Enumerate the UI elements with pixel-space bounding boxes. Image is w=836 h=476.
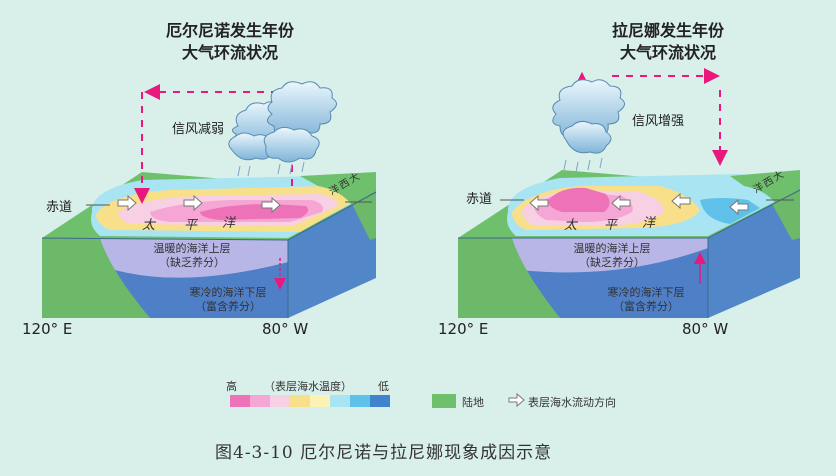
right-ocean-char-1: 太 — [564, 218, 578, 233]
right-flow-arrow-2 — [611, 194, 631, 212]
right-title-line2: 大气环流状况 — [619, 43, 716, 62]
temperature-swatch — [270, 395, 290, 407]
left-equator-label: 赤道 — [46, 200, 73, 215]
right-flow-arrow-3 — [671, 192, 691, 210]
left-cloud-icon — [228, 81, 337, 163]
left-flow-arrow-2 — [183, 194, 203, 212]
left-sst-band-4 — [200, 204, 308, 220]
left-warm-layer — [100, 238, 288, 278]
left-title-line1: 厄尔尼诺发生年份 — [165, 21, 294, 40]
legend-land-label: 陆地 — [462, 396, 484, 409]
left-ocean-char-2: 平 — [184, 218, 198, 233]
temperature-swatch — [230, 395, 250, 407]
legend-high: 高 — [226, 380, 237, 393]
left-flow-arrow-3 — [261, 196, 281, 214]
right-sst-band-4 — [548, 187, 610, 212]
hollow-arrow-icon — [508, 392, 525, 408]
left-side-face — [288, 192, 376, 318]
left-circulation — [134, 84, 300, 204]
land-swatch — [432, 394, 456, 408]
right-rain — [563, 157, 603, 173]
la-nina-block — [458, 170, 801, 318]
right-side-face — [708, 190, 800, 318]
left-title-line2: 大气环流状况 — [181, 43, 278, 62]
temperature-swatch — [330, 395, 350, 407]
left-lon-west: 120° E — [22, 320, 73, 338]
left-lon-east: 80° W — [262, 320, 309, 338]
legend-flow-label: 表层海水流动方向 — [528, 396, 616, 409]
temperature-swatch — [350, 395, 370, 407]
right-warm-layer — [512, 238, 708, 273]
legend-low: 低 — [378, 380, 389, 393]
right-wind-label: 信风增强 — [632, 114, 685, 129]
temperature-swatch — [250, 395, 270, 407]
left-land-front-west — [42, 238, 150, 318]
temperature-swatch — [290, 395, 310, 407]
right-land-front-west — [458, 238, 560, 318]
left-lower-layer-label: 寒冷的海洋下层 （富含养分） — [189, 286, 267, 313]
right-cold-layer — [520, 248, 708, 318]
right-cloud-icon — [552, 79, 625, 154]
left-flow-arrow-1 — [117, 194, 137, 212]
right-lon-west: 120° E — [438, 320, 489, 338]
temperature-swatch — [310, 395, 330, 407]
left-rain — [237, 161, 305, 177]
right-ocean-char-2: 平 — [604, 218, 618, 233]
figure-caption: 图4-3-10 厄尔尼诺与拉尼娜现象成因示意 — [215, 443, 553, 463]
left-title: 厄尔尼诺发生年份 大气环流状况 — [130, 20, 330, 64]
right-equator-label: 赤道 — [466, 192, 493, 207]
left-wind-label: 信风减弱 — [172, 122, 225, 137]
el-nino-block — [41, 172, 377, 318]
left-ocean-char-3: 洋 — [222, 216, 236, 231]
left-cold-layer — [108, 262, 288, 318]
right-flow-arrow-4 — [729, 198, 749, 216]
left-upper-layer-label: 温暖的海洋上层 （缺乏养分） — [153, 242, 231, 269]
right-lon-east: 80° W — [682, 320, 729, 338]
left-land-side — [350, 192, 376, 240]
right-flow-arrow-1 — [529, 194, 549, 212]
right-land-top-east — [730, 170, 800, 204]
right-ocean-char-3: 洋 — [642, 216, 656, 231]
left-land-top-east — [300, 172, 376, 205]
temperature-swatch — [370, 395, 390, 407]
left-ocean-char-1: 太 — [142, 218, 156, 233]
right-title-line1: 拉尼娜发生年份 — [611, 21, 724, 40]
right-upper-layer-label: 温暖的海洋上层 （缺乏养分） — [573, 242, 651, 269]
legend-title: （表层海水温度） — [264, 380, 352, 393]
right-title: 拉尼娜发生年份 大气环流状况 — [568, 20, 768, 64]
right-lower-layer-label: 寒冷的海洋下层 （富含养分） — [607, 286, 685, 313]
